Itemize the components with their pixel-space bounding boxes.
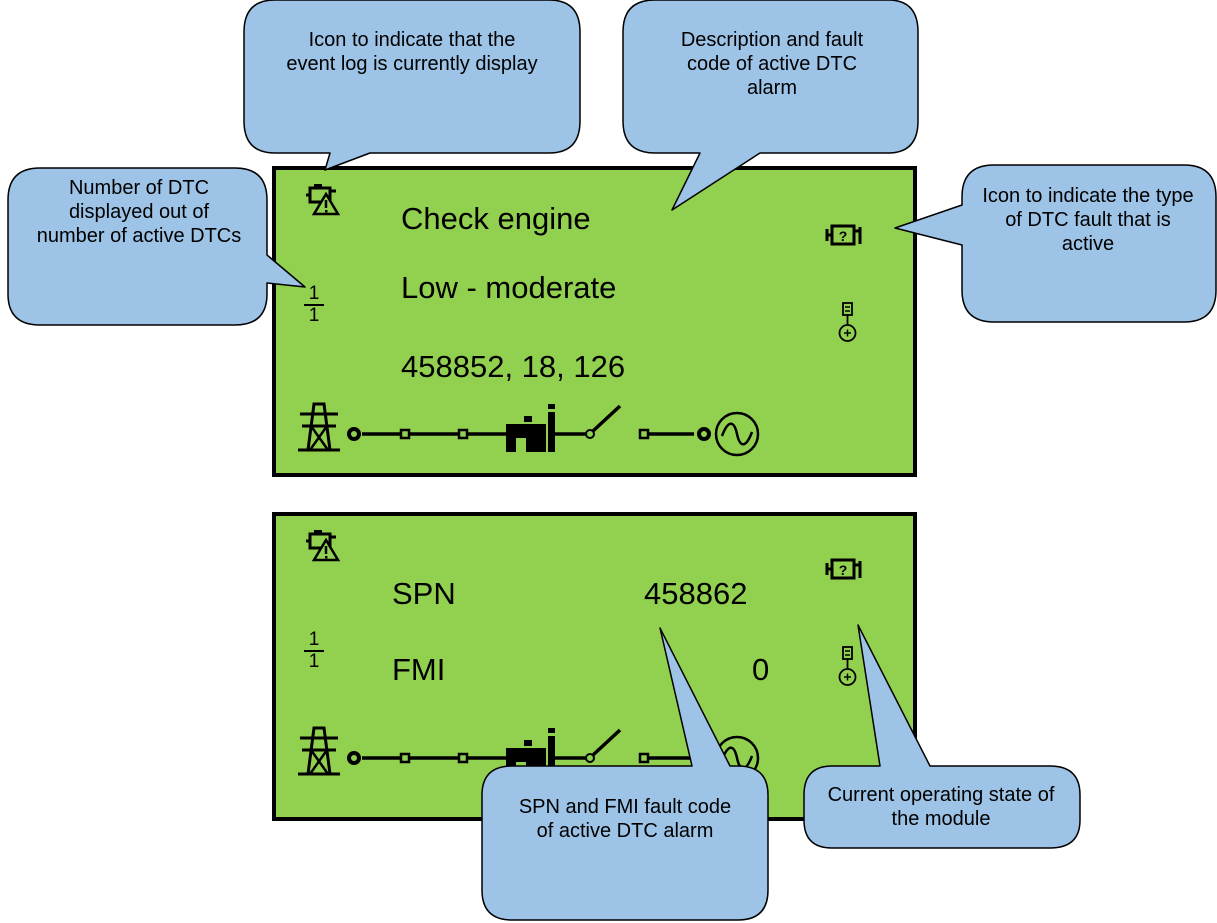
spn-label: SPN — [392, 576, 456, 611]
callout-operating-state: Current operating state of the module — [827, 784, 1055, 830]
breaker-switch-icon — [585, 404, 622, 439]
generator-state-icon — [838, 302, 857, 342]
fmi-label: FMI — [392, 652, 446, 687]
callout-operating-state-shape — [803, 624, 1081, 849]
engine-unknown-fault-icon: ? — [825, 558, 862, 580]
power-flow-mimic — [298, 402, 760, 457]
dtc-counter-current: 1 — [304, 284, 324, 306]
spn-value: 458862 — [644, 576, 748, 611]
description-line-1: Check engine — [401, 201, 591, 236]
dtc-counter: 1 1 — [304, 284, 324, 326]
callout-dtc-type-shape — [894, 164, 1217, 323]
generator-state-icon — [838, 646, 857, 686]
callout-spn-fmi-shape — [481, 627, 769, 921]
engine-warning-icon — [306, 184, 341, 216]
dtc-counter-total: 1 — [308, 305, 320, 326]
mains-tower-icon — [298, 726, 340, 776]
engine-unknown-fault-icon: ? — [825, 224, 862, 246]
lcd-screen-dtc-summary: Check engine Low - moderate 458852, 18, … — [272, 166, 917, 477]
callout-description: Description and fault code of active DTC… — [680, 29, 864, 99]
svg-text:?: ? — [839, 228, 848, 244]
dtc-counter-current: 1 — [304, 630, 324, 652]
engine-warning-icon — [306, 530, 341, 562]
callout-spn-fmi: SPN and FMI fault code of active DTC ala… — [518, 796, 732, 842]
dtc-counter: 1 1 — [304, 630, 324, 672]
svg-text:?: ? — [839, 562, 848, 578]
fmi-value: 0 — [752, 652, 770, 687]
callout-dtc-count-shape — [7, 167, 306, 326]
breaker-switch-icon — [585, 728, 622, 763]
generator-set-icon — [506, 404, 555, 452]
alternator-icon — [714, 411, 760, 457]
callout-dtc-type: Icon to indicate the type of DTC fault t… — [982, 185, 1194, 255]
callout-dtc-count: Number of DTC displayed out of number of… — [36, 177, 242, 247]
callout-event-log: Icon to indicate that the event log is c… — [286, 29, 538, 75]
callout-description-shape — [622, 0, 919, 211]
fault-code-line: 458852, 18, 126 — [401, 349, 626, 384]
dtc-counter-total: 1 — [308, 651, 320, 672]
mains-tower-icon — [298, 402, 340, 452]
callout-event-log-shape — [243, 0, 581, 171]
description-line-2: Low - moderate — [401, 270, 617, 305]
